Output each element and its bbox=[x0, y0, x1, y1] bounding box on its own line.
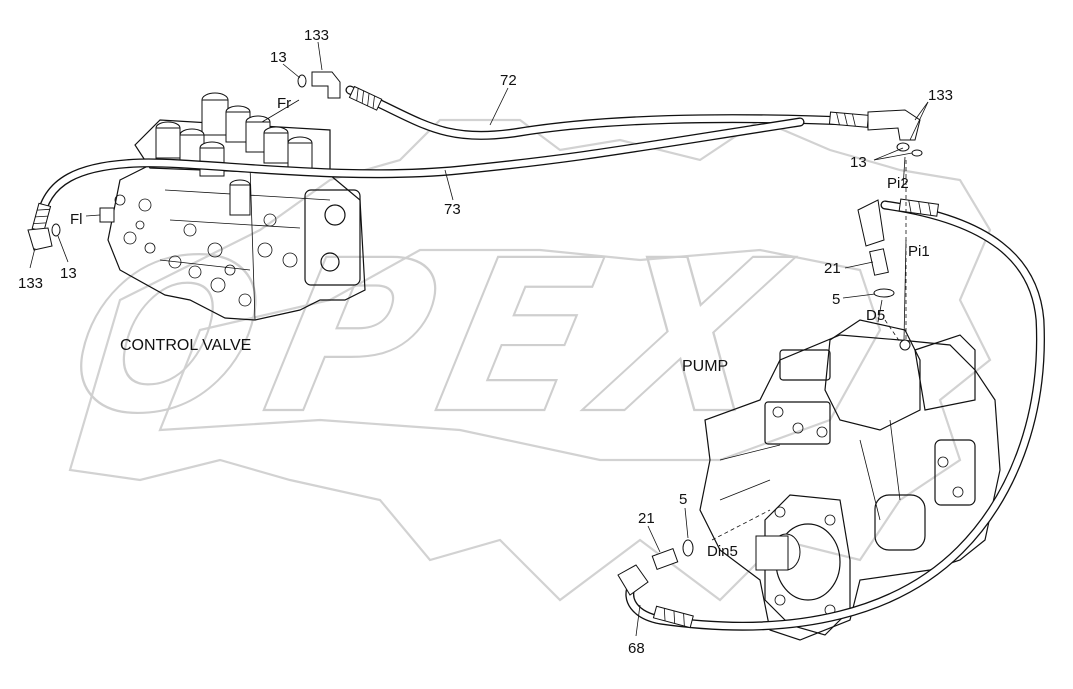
callout-73: 73 bbox=[444, 201, 461, 218]
callout-5-upper: 5 bbox=[832, 291, 840, 308]
leader-lines bbox=[29, 41, 929, 637]
port-label-fl: Fl bbox=[70, 211, 83, 228]
callout-21-upper: 21 bbox=[824, 260, 841, 277]
pump-label: PUMP bbox=[682, 358, 728, 375]
callout-13-left: 13 bbox=[60, 265, 77, 282]
callout-21-lower: 21 bbox=[638, 510, 655, 527]
watermark-text: OPEX bbox=[52, 216, 814, 460]
callout-133-top: 133 bbox=[304, 27, 329, 44]
port-label-fr: Fr bbox=[277, 95, 291, 112]
watermark-logo: OPEX bbox=[51, 118, 992, 602]
port-label-pi1: Pi1 bbox=[908, 243, 930, 260]
hose-73 bbox=[35, 117, 805, 227]
callout-133-left: 133 bbox=[18, 275, 43, 292]
pump-drawing bbox=[699, 319, 1001, 641]
port-label-din5: Din5 bbox=[707, 543, 738, 560]
callout-13-top: 13 bbox=[270, 49, 287, 66]
callout-5-lower: 5 bbox=[679, 491, 687, 508]
control-valve-label: CONTROL VALVE bbox=[120, 337, 251, 354]
labels: 133 13 Fr 72 73 Fl 133 13 CONTROL VALVE … bbox=[18, 27, 953, 657]
port-label-d5: D5 bbox=[866, 307, 885, 324]
port-label-pi2: Pi2 bbox=[887, 175, 909, 192]
fittings bbox=[27, 71, 923, 596]
callout-72: 72 bbox=[500, 72, 517, 89]
callout-13-right: 13 bbox=[850, 154, 867, 171]
callout-68: 68 bbox=[628, 640, 645, 657]
hose-72 bbox=[345, 85, 875, 140]
callout-133-right: 133 bbox=[928, 87, 953, 104]
